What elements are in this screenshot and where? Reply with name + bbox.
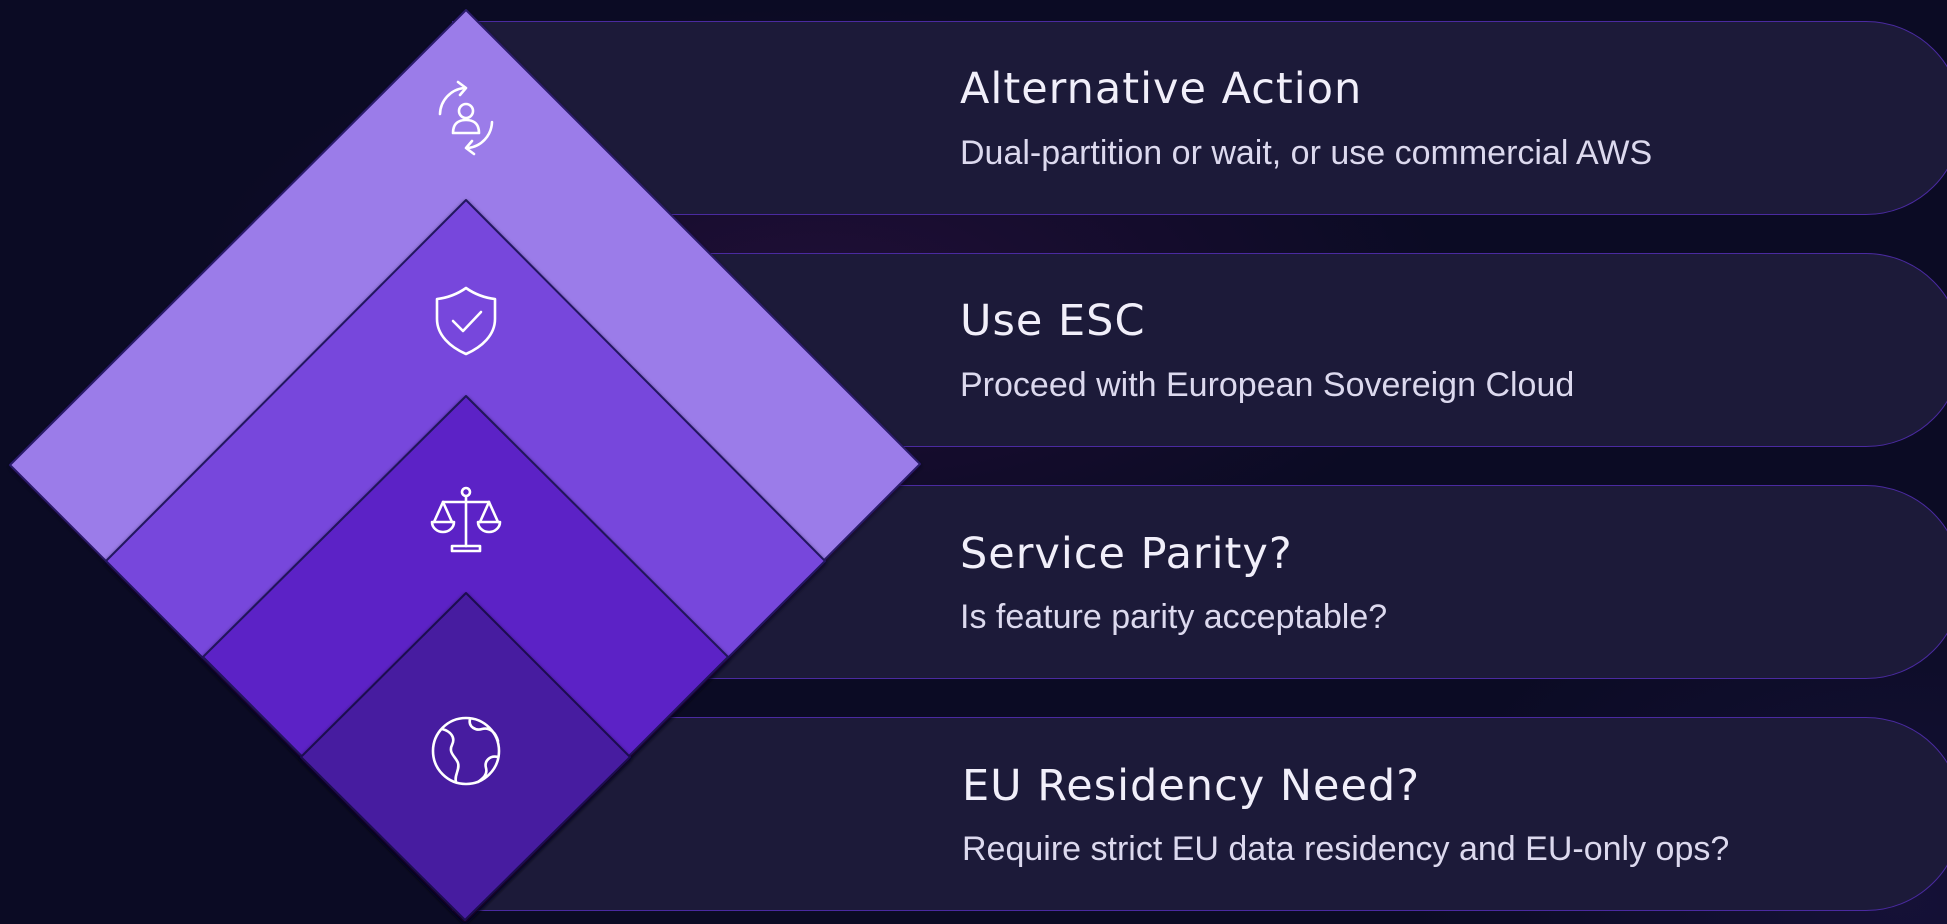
globe-icon: [431, 716, 501, 786]
scales-icon: [430, 486, 502, 553]
step-description-use-esc: Proceed with European Sovereign Cloud: [960, 366, 1575, 404]
shield-check-icon: [435, 286, 497, 356]
step-description-service-parity: Is feature parity acceptable?: [960, 598, 1388, 636]
step-panel-use-esc: [690, 253, 1947, 447]
step-panel-alternative-action: [452, 21, 1947, 215]
step-panel-eu-residency: [452, 717, 1947, 911]
step-title-use-esc: Use ESC: [960, 296, 1146, 346]
step-title-eu-residency: EU Residency Need?: [962, 761, 1421, 811]
step-panel-service-parity: [690, 485, 1947, 679]
diamond-layer-4: [300, 592, 631, 921]
step-title-alternative-action: Alternative Action: [960, 64, 1363, 114]
step-description-eu-residency: Require strict EU data residency and EU-…: [962, 830, 1730, 868]
step-title-service-parity: Service Parity?: [960, 529, 1293, 579]
person-refresh-icon: [438, 80, 494, 156]
step-description-alternative-action: Dual-partition or wait, or use commercia…: [960, 134, 1653, 172]
layered-diamond-diagram: [9, 9, 921, 921]
